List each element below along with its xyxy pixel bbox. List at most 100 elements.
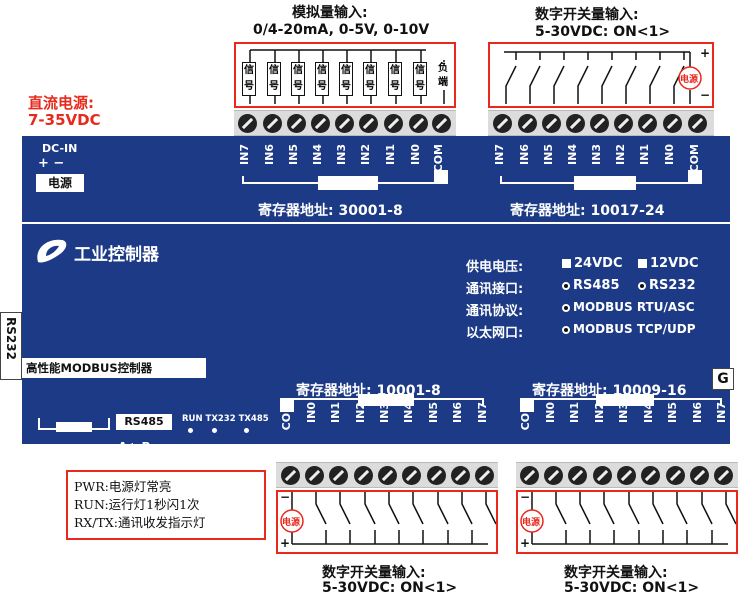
led-tx485 (244, 428, 249, 433)
legend-line-rxtx: RX/TX:通讯收发指示灯 (74, 515, 206, 530)
plus-sign-top: + (700, 46, 711, 60)
power-label: 电源 (47, 176, 72, 190)
terminal-screw[interactable] (542, 114, 561, 133)
rj45-bracket (108, 418, 110, 430)
terminal-screw[interactable] (384, 114, 403, 133)
power-badge-bottom-right: 电源 (522, 518, 541, 528)
terminal-screw[interactable] (238, 114, 257, 133)
digital-in-label: IN2 (614, 144, 627, 165)
signal-source-5: 信号 (339, 62, 353, 96)
terminal-screw[interactable] (617, 466, 636, 485)
digital-wiring-box-bottom-left: 电源 (276, 490, 498, 554)
terminal-screw[interactable] (359, 114, 378, 133)
terminal-screw[interactable] (593, 466, 612, 485)
signal-source-4: 信号 (315, 62, 329, 96)
terminal-screw[interactable] (354, 466, 373, 485)
spec-value: MODBUS RTU/ASC (562, 300, 695, 314)
terminal-screw[interactable] (590, 114, 609, 133)
plus-sign-bottom-left: + (280, 536, 291, 550)
terminal-screw[interactable] (263, 114, 282, 133)
digital-input-range-bottom-left: 5-30VDC: ON<1> (322, 580, 458, 596)
terminal-screw[interactable] (432, 114, 451, 133)
digital-input-range-bottom-right: 5-30VDC: ON<1> (564, 580, 700, 596)
terminal-screw[interactable] (714, 466, 733, 485)
terminal-strip-bottom-right (516, 462, 738, 488)
spec-value: 12VDC (638, 256, 698, 271)
terminal-screw[interactable] (311, 114, 330, 133)
legend-line-pwr: PWR:电源灯常亮 (74, 479, 172, 494)
bottom-in-label: IN7 (476, 402, 489, 423)
terminal-screw[interactable] (566, 114, 585, 133)
terminal-screw[interactable] (402, 466, 421, 485)
register-address-analog: 寄存器地址: 30001-8 (258, 203, 403, 219)
panel-divider (22, 222, 730, 224)
dc-power-range: 7-35VDC (28, 111, 101, 129)
digital-in-label: IN6 (518, 144, 531, 165)
dot-icon (562, 326, 570, 334)
terminal-screw[interactable] (663, 114, 682, 133)
rj45-port[interactable] (56, 422, 92, 432)
bottom-in-label: IN5 (427, 402, 440, 423)
bottom-in-label: IN5 (666, 402, 679, 423)
dot-icon (562, 282, 570, 290)
bottom-in-label: IN1 (568, 402, 581, 423)
terminal-screw[interactable] (666, 466, 685, 485)
terminal-screw[interactable] (475, 466, 494, 485)
terminal-screw[interactable] (329, 466, 348, 485)
terminal-screw[interactable] (427, 466, 446, 485)
bottom-in-label: IN7 (715, 402, 728, 423)
bottom-in-label: IN1 (329, 402, 342, 423)
power-badge-bottom-left: 电源 (282, 518, 301, 528)
terminal-screw[interactable] (688, 114, 707, 133)
bracket-tick (482, 398, 484, 406)
terminal-screw[interactable] (409, 114, 428, 133)
signal-source-7: 信号 (388, 62, 402, 96)
bracket-bar-digital-top (574, 176, 636, 190)
check-mark-icon (638, 259, 647, 268)
analog-in-label: IN0 (409, 144, 422, 165)
terminal-screw[interactable] (518, 114, 537, 133)
signal-source-3: 信号 (291, 62, 305, 96)
bracket-tick (500, 176, 502, 184)
signal-source-1: 信号 (242, 62, 256, 96)
terminal-screw[interactable] (641, 466, 660, 485)
rs485-label-box: RS485 (116, 414, 172, 430)
rj45-label: RJ45-NET (30, 442, 92, 456)
terminal-screw[interactable] (335, 114, 354, 133)
bottom-in-label: IN0 (305, 402, 318, 423)
terminal-screw[interactable] (614, 114, 633, 133)
digital-switch-lines-top (504, 51, 702, 104)
spec-label: 通讯接口: (466, 282, 524, 297)
bottom-in-label: IN3 (378, 402, 391, 423)
spec-value: 24VDC (562, 256, 622, 271)
bottom-in-label: IN2 (354, 402, 367, 423)
signal-source-6: 信号 (363, 62, 377, 96)
terminal-screw[interactable] (451, 466, 470, 485)
digital-in-label: IN5 (542, 144, 555, 165)
bracket-bar-analog (318, 176, 378, 190)
dcin-label: DC-IN (42, 142, 78, 155)
bottom-in-label: COM (519, 402, 532, 431)
rj45-bracket (38, 418, 40, 430)
terminal-screw[interactable] (493, 114, 512, 133)
terminal-screw[interactable] (544, 466, 563, 485)
terminal-screw[interactable] (305, 466, 324, 485)
digital-in-label: IN0 (663, 144, 676, 165)
spec-value: MODBUS TCP/UDP (562, 322, 695, 336)
terminal-screw[interactable] (690, 466, 709, 485)
signal-source-2: 信号 (267, 62, 281, 96)
bracket-bar-bottom-right (596, 394, 654, 406)
terminal-screw[interactable] (378, 466, 397, 485)
bottom-in-label: IN3 (617, 402, 630, 423)
terminal-screw[interactable] (520, 466, 539, 485)
terminal-screw[interactable] (287, 114, 306, 133)
terminal-screw[interactable] (281, 466, 300, 485)
terminal-strip-digital-top (488, 110, 714, 136)
bracket-end-analog (434, 170, 448, 184)
terminal-screw[interactable] (638, 114, 657, 133)
bracket-end-digital-top (688, 170, 702, 184)
terminal-screw[interactable] (568, 466, 587, 485)
digital-input-title-top: 数字开关量输入: (535, 7, 639, 23)
terminal-strip-bottom-left (276, 462, 498, 488)
minus-sign-bottom-left: − (280, 490, 291, 504)
